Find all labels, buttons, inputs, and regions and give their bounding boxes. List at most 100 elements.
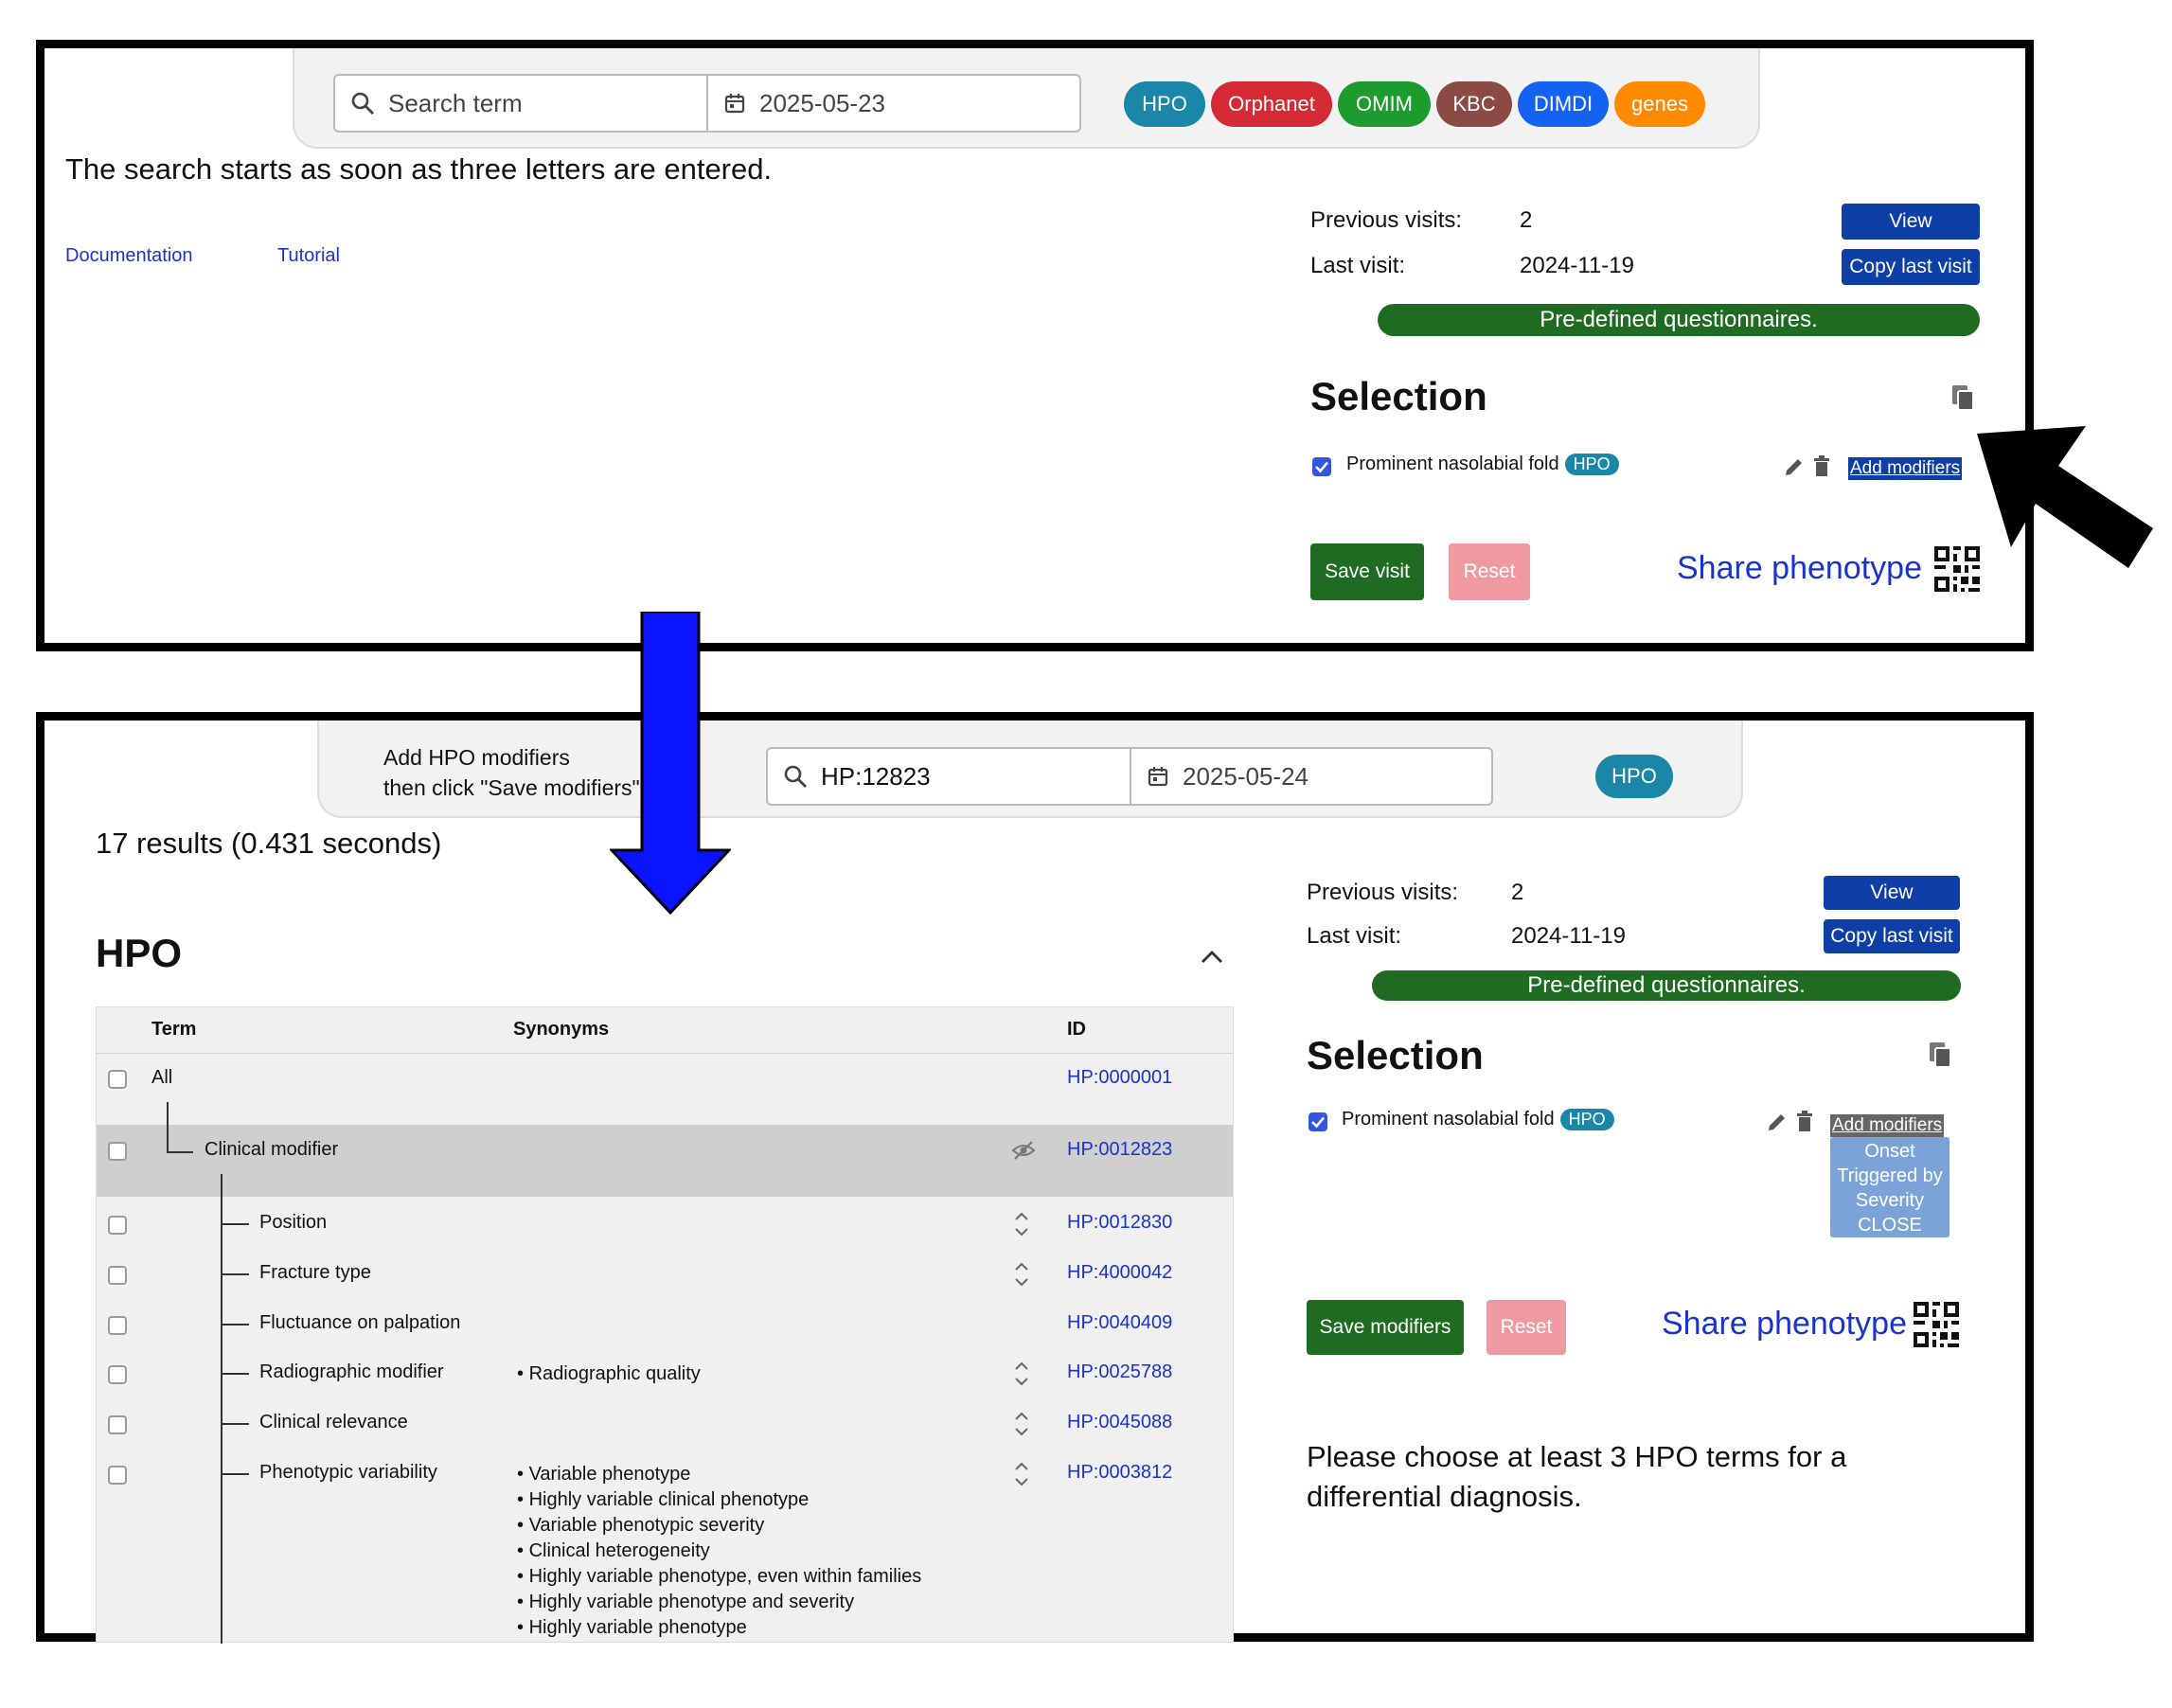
tree-connector xyxy=(221,1423,249,1425)
sort-icon[interactable] xyxy=(1013,1460,1030,1488)
differential-diagnosis-message-line-1: Please choose at least 3 HPO terms for a xyxy=(1307,1440,1847,1473)
previous-visits-label: Previous visits: xyxy=(1307,880,1459,905)
id-link-position[interactable]: HP:0012830 xyxy=(1067,1212,1173,1233)
table-header-row: Term Synonyms ID xyxy=(97,1007,1233,1054)
source-pill-omim[interactable]: OMIM xyxy=(1338,81,1431,127)
selection-title: Selection xyxy=(1310,374,1487,418)
bottom-search-box: HP:12823 2025-05-24 xyxy=(766,747,1493,806)
tutorial-link[interactable]: Tutorial xyxy=(277,245,340,266)
modifier-option-onset[interactable]: Onset xyxy=(1864,1141,1915,1162)
selected-term-label: Prominent nasolabial fold xyxy=(1346,454,1559,474)
synonym-item: Highly variable phenotype and severity xyxy=(517,1590,921,1615)
copy-last-visit-button[interactable]: Copy last visit xyxy=(1824,919,1960,953)
term-source-tag: HPO xyxy=(1559,1109,1614,1131)
pointer-arrow-icon xyxy=(1977,426,2157,582)
source-pill-hpo[interactable]: HPO xyxy=(1124,81,1205,127)
last-visit-value: 2024-11-19 xyxy=(1511,923,1626,949)
bottom-search-input[interactable]: HP:12823 xyxy=(768,749,1130,804)
add-modifiers-button[interactable]: Add modifiers xyxy=(1830,1114,1945,1137)
selected-term-checkbox[interactable] xyxy=(1312,457,1331,476)
synonym-item: Radiographic quality xyxy=(517,1361,701,1387)
row-checkbox-radiographic-modifier[interactable] xyxy=(108,1365,127,1384)
instruction-line-2: then click "Save modifiers" xyxy=(383,775,640,800)
row-checkbox-phenotypic-variability[interactable] xyxy=(108,1466,127,1485)
source-pill-hpo[interactable]: HPO xyxy=(1595,755,1673,798)
copy-icon[interactable] xyxy=(1927,1041,1953,1074)
eye-slash-icon[interactable] xyxy=(1011,1139,1036,1166)
predefined-questionnaires-button[interactable]: Pre-defined questionnaires. xyxy=(1378,304,1980,336)
transition-arrow-icon xyxy=(608,610,733,919)
source-pill-orphanet[interactable]: Orphanet xyxy=(1211,81,1332,127)
save-modifiers-button[interactable]: Save modifiers xyxy=(1307,1300,1464,1355)
sort-icon[interactable] xyxy=(1013,1210,1030,1238)
top-date-input[interactable]: 2025-05-23 xyxy=(706,76,1079,131)
bottom-date-input[interactable]: 2025-05-24 xyxy=(1130,749,1491,804)
qr-code-icon[interactable] xyxy=(1934,546,1980,596)
documentation-link[interactable]: Documentation xyxy=(65,245,193,266)
synonym-item: Highly variable phenotype xyxy=(517,1615,921,1641)
modifier-option-severity[interactable]: Severity xyxy=(1855,1190,1925,1211)
row-checkbox-fracture-type[interactable] xyxy=(108,1266,127,1285)
hpo-section-title: HPO xyxy=(96,931,183,975)
id-link-radiographic-modifier[interactable]: HP:0025788 xyxy=(1067,1361,1173,1382)
top-search-box: Search term 2025-05-23 xyxy=(333,74,1081,133)
row-checkbox-position[interactable] xyxy=(108,1216,127,1235)
tree-connector xyxy=(221,1324,249,1325)
view-button[interactable]: View xyxy=(1842,204,1980,240)
reset-button[interactable]: Reset xyxy=(1487,1300,1566,1355)
modifier-option-triggered-by[interactable]: Triggered by xyxy=(1837,1165,1943,1186)
top-date-value: 2025-05-23 xyxy=(759,88,885,117)
id-link-all[interactable]: HP:0000001 xyxy=(1067,1067,1173,1088)
term-source-tag: HPO xyxy=(1564,454,1619,476)
view-button[interactable]: View xyxy=(1824,876,1960,910)
source-pill-dimdi[interactable]: DIMDI xyxy=(1518,81,1609,127)
column-header-id: ID xyxy=(1067,1019,1086,1040)
top-search-input[interactable]: Search term xyxy=(335,76,706,131)
tree-connector xyxy=(221,1473,249,1475)
selected-term-checkbox[interactable] xyxy=(1309,1112,1327,1131)
synonyms-phenotypic-variability: Variable phenotype Highly variable clini… xyxy=(517,1462,922,1641)
edit-icon[interactable] xyxy=(1766,1111,1789,1138)
term-clinical-modifier: Clinical modifier xyxy=(205,1139,339,1160)
predefined-questionnaires-button[interactable]: Pre-defined questionnaires. xyxy=(1372,970,1961,1001)
bottom-screenshot-frame: Add HPO modifiers then click "Save modif… xyxy=(36,712,2034,1644)
add-modifiers-button[interactable]: Add modifiers xyxy=(1848,457,1963,480)
source-pill-kbc[interactable]: KBC xyxy=(1436,81,1512,127)
synonym-item: Clinical heterogeneity xyxy=(517,1539,921,1564)
term-fluctuance-on-palpation: Fluctuance on palpation xyxy=(259,1312,461,1333)
row-checkbox-all[interactable] xyxy=(108,1070,127,1089)
id-link-fracture-type[interactable]: HP:4000042 xyxy=(1067,1262,1173,1283)
id-link-phenotypic-variability[interactable]: HP:0003812 xyxy=(1067,1462,1173,1483)
hpo-results-table: Term Synonyms ID All HP:0000001 Clinical… xyxy=(96,1006,1234,1644)
previous-visits-value: 2 xyxy=(1520,207,1533,233)
id-link-clinical-modifier[interactable]: HP:0012823 xyxy=(1067,1139,1173,1160)
id-link-clinical-relevance[interactable]: HP:0045088 xyxy=(1067,1412,1173,1432)
trash-icon[interactable] xyxy=(1812,455,1831,483)
chevron-up-icon[interactable] xyxy=(1200,948,1224,970)
share-phenotype-link[interactable]: Share phenotype xyxy=(1677,550,1922,586)
search-icon xyxy=(350,91,375,116)
synonym-item: Variable phenotype xyxy=(517,1462,921,1487)
row-checkbox-fluctuance[interactable] xyxy=(108,1316,127,1335)
modifier-menu-close[interactable]: CLOSE xyxy=(1858,1215,1922,1236)
trash-icon[interactable] xyxy=(1795,1111,1814,1138)
qr-code-icon[interactable] xyxy=(1914,1302,1959,1352)
id-link-fluctuance[interactable]: HP:0040409 xyxy=(1067,1312,1173,1333)
sort-icon[interactable] xyxy=(1013,1410,1030,1438)
selection-title: Selection xyxy=(1307,1033,1484,1077)
synonym-item: Highly variable phenotype, even within f… xyxy=(517,1564,922,1590)
sort-icon[interactable] xyxy=(1013,1260,1030,1289)
share-phenotype-link[interactable]: Share phenotype xyxy=(1662,1306,1907,1342)
row-checkbox-clinical-relevance[interactable] xyxy=(108,1415,127,1434)
sort-icon[interactable] xyxy=(1013,1360,1030,1388)
edit-icon[interactable] xyxy=(1783,455,1806,483)
source-pill-genes[interactable]: genes xyxy=(1614,81,1705,127)
reset-button[interactable]: Reset xyxy=(1449,543,1530,600)
synonym-item: Variable phenotypic severity xyxy=(517,1513,921,1539)
row-checkbox-clinical-modifier[interactable] xyxy=(108,1142,127,1161)
term-fracture-type: Fracture type xyxy=(259,1262,371,1283)
save-visit-button[interactable]: Save visit xyxy=(1310,543,1424,600)
copy-last-visit-button[interactable]: Copy last visit xyxy=(1842,249,1980,285)
copy-icon[interactable] xyxy=(1949,383,1976,417)
